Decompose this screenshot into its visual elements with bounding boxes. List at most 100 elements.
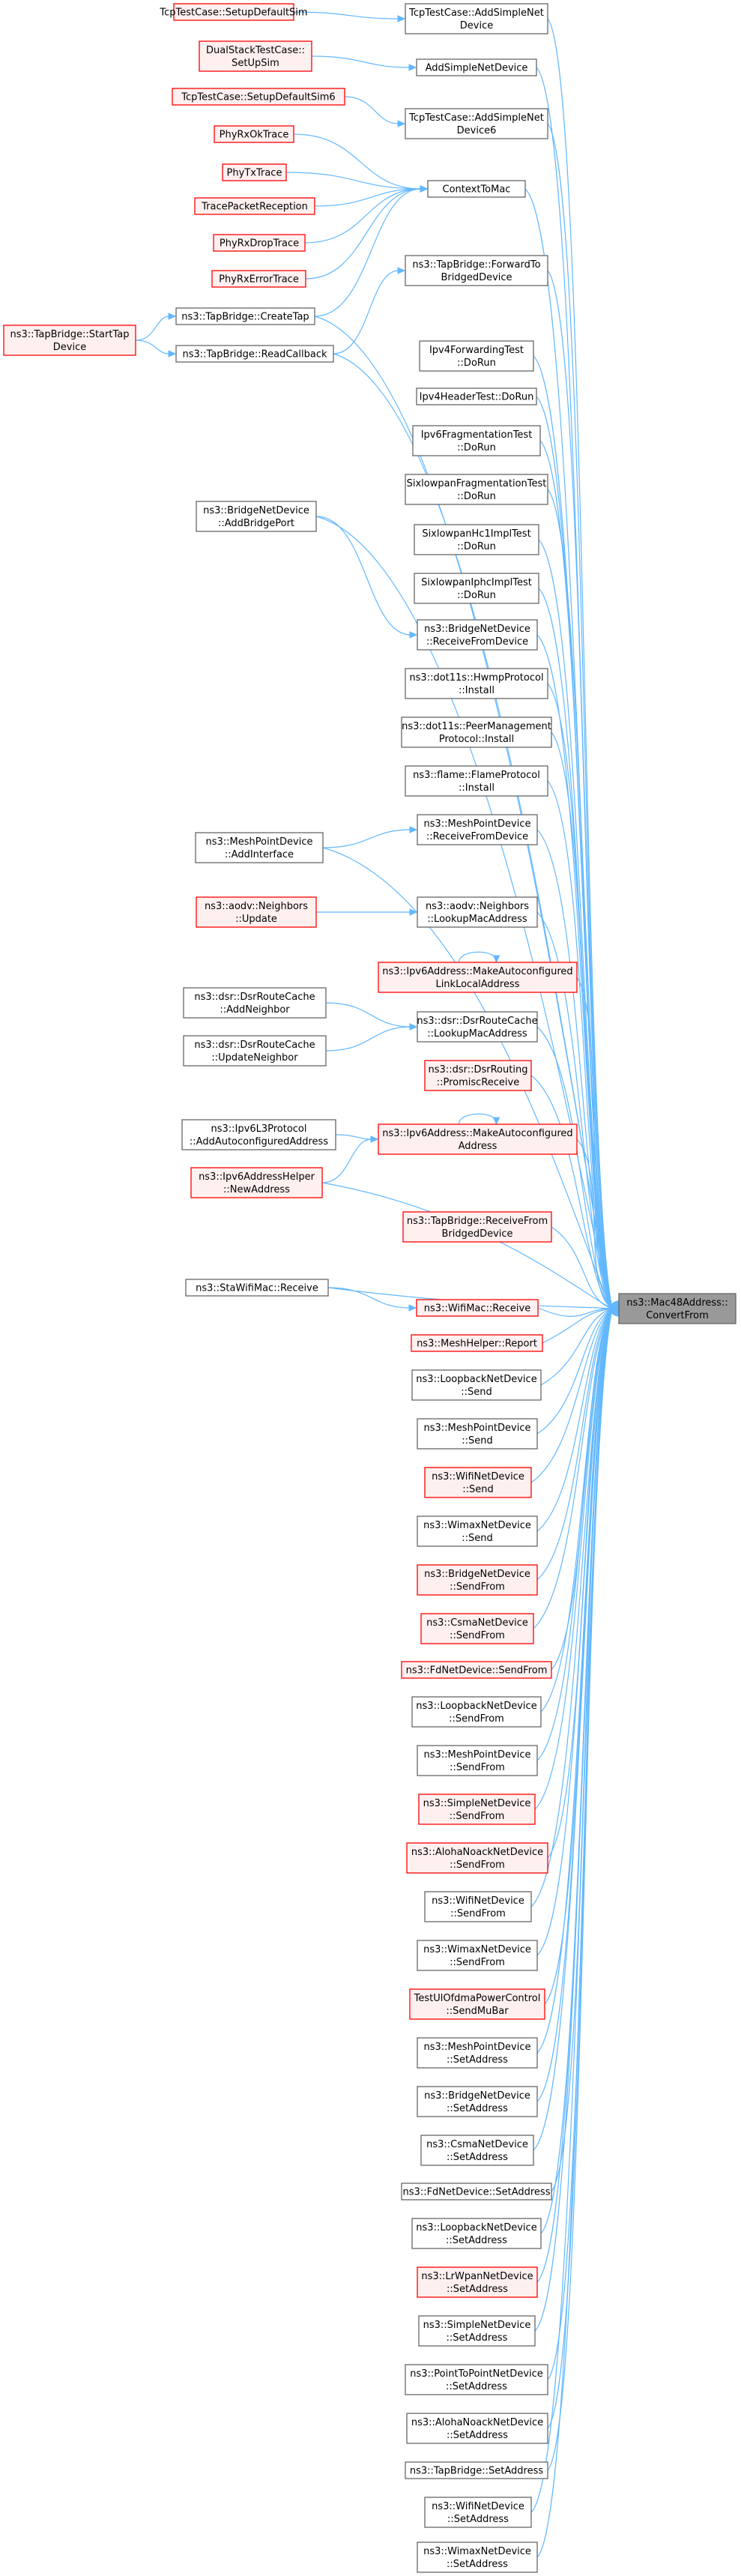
graph-node[interactable]: ns3::dsr::DsrRouteCache::LookupMacAddres…	[417, 1011, 538, 1043]
node-label: ::Send	[461, 1387, 492, 1398]
graph-node[interactable]: ns3::Ipv6Address::MakeAutoconfiguredLink…	[378, 962, 578, 993]
graph-node[interactable]: ns3::Ipv6L3Protocol::AddAutoconfiguredAd…	[181, 1119, 336, 1150]
graph-node[interactable]: ns3::Ipv6Address::MakeAutoconfiguredAddr…	[378, 1123, 578, 1155]
graph-node[interactable]: ns3::aodv::Neighbors::LookupMacAddress	[417, 896, 538, 928]
graph-node[interactable]: ns3::dsr::DsrRouteCache::UpdateNeighbor	[183, 1035, 327, 1067]
graph-node[interactable]: ns3::FdNetDevice::SetAddress	[401, 2183, 552, 2201]
graph-node[interactable]: ns3::dot11s::HwmpProtocol::Install	[405, 668, 548, 699]
edge-arrowhead	[370, 1135, 379, 1143]
graph-node[interactable]: ContextToMac	[427, 180, 526, 198]
graph-node[interactable]: Ipv4ForwardingTest::DoRun	[419, 340, 534, 372]
graph-node[interactable]: Ipv4HeaderTest::DoRun	[416, 387, 537, 405]
graph-node[interactable]: ns3::MeshPointDevice::Send	[417, 1418, 538, 1450]
graph-node[interactable]: ns3::dsr::DsrRouting::PromiscReceive	[424, 1060, 532, 1091]
node-box	[417, 2542, 538, 2573]
graph-node[interactable]: ns3::LoopbackNetDevice::SetAddress	[411, 2218, 542, 2249]
node-box	[416, 1299, 539, 1317]
node-label: ::SendFrom	[450, 1762, 505, 1773]
node-label: PhyRxErrorTrace	[219, 274, 299, 286]
graph-node[interactable]: TracePacketReception	[194, 197, 315, 215]
graph-node[interactable]: ns3::LrWpanNetDevice::SetAddress	[417, 2266, 538, 2298]
graph-node[interactable]: PhyRxDropTrace	[213, 234, 306, 252]
graph-node[interactable]: ns3::PointToPointNetDevice::SetAddress	[405, 2364, 548, 2395]
graph-node[interactable]: PhyTxTrace	[222, 163, 287, 181]
node-box	[402, 1211, 552, 1243]
graph-node[interactable]: SixlowpanHc1ImplTest::DoRun	[414, 524, 539, 555]
graph-node[interactable]: ns3::MeshHelper::Report	[411, 1334, 543, 1352]
node-label: PhyTxTrace	[227, 168, 282, 179]
node-label: Ipv6FragmentationTest	[421, 429, 533, 441]
graph-node[interactable]: ns3::LoopbackNetDevice::Send	[411, 1369, 542, 1401]
node-label: ns3::MeshPointDevice	[205, 836, 312, 848]
graph-node[interactable]: ns3::aodv::Neighbors::Update	[196, 896, 317, 928]
graph-node[interactable]: DualStackTestCase::SetUpSim	[199, 40, 312, 72]
graph-node[interactable]: ns3::MeshPointDevice::AddInterface	[195, 832, 324, 863]
graph-node[interactable]: ns3::AlohaNoackNetDevice::SetAddress	[406, 2413, 548, 2444]
call-edge	[534, 1308, 613, 2332]
graph-node[interactable]: ns3::WimaxNetDevice::SetAddress	[417, 2542, 538, 2573]
node-label: ::DoRun	[457, 491, 496, 502]
node-label: ns3::dsr::DsrRouteCache	[194, 1040, 315, 1051]
graph-node[interactable]: ns3::SimpleNetDevice::SendFrom	[418, 1794, 536, 1825]
call-edge	[542, 1308, 613, 1344]
node-box	[417, 1564, 538, 1596]
graph-node[interactable]: ns3::AlohaNoackNetDevice::SendFrom	[406, 1842, 548, 1874]
graph-node[interactable]: ns3::TapBridge::SetAddress	[405, 2461, 548, 2479]
graph-node[interactable]: TcpTestCase::AddSimpleNetDevice	[405, 3, 548, 34]
edge-arrowhead	[420, 185, 429, 193]
graph-node[interactable]: ns3::MeshPointDevice::SetAddress	[417, 2037, 538, 2069]
graph-node[interactable]: AddSimpleNetDevice	[416, 58, 537, 76]
node-label: ::DoRun	[457, 590, 496, 601]
graph-node[interactable]: SixlowpanFragmentationTest::DoRun	[405, 474, 548, 505]
graph-node[interactable]: ns3::SimpleNetDevice::SetAddress	[418, 2315, 536, 2347]
node-box	[401, 1661, 552, 1679]
graph-node[interactable]: ns3::WifiNetDevice::SetAddress	[424, 2497, 532, 2528]
graph-node[interactable]: ns3::flame::FlameProtocol::Install	[405, 765, 548, 797]
graph-node[interactable]: Ipv6FragmentationTest::DoRun	[412, 425, 541, 456]
call-edge	[530, 1308, 613, 1483]
graph-node[interactable]: ns3::LoopbackNetDevice::SendFrom	[411, 1696, 542, 1728]
graph-node[interactable]: ns3::FdNetDevice::SendFrom	[401, 1661, 552, 1679]
graph-node[interactable]: ns3::WifiNetDevice::SendFrom	[424, 1891, 532, 1922]
graph-node[interactable]: ns3::WifiNetDevice::Send	[424, 1467, 532, 1498]
call-edge	[530, 1308, 613, 1907]
graph-node[interactable]: ns3::dot11s::PeerManagementProtocol::Ins…	[401, 717, 552, 748]
graph-node[interactable]: ns3::CsmaNetDevice::SendFrom	[420, 1613, 534, 1644]
graph-node[interactable]: ns3::BridgeNetDevice::ReceiveFromDevice	[417, 619, 538, 651]
graph-node[interactable]: SixlowpanIphcImplTest::DoRun	[414, 573, 539, 604]
call-edge	[547, 1308, 613, 2429]
node-box	[222, 163, 287, 181]
target-node[interactable]: ns3::Mac48Address::ConvertFrom	[618, 1293, 737, 1324]
node-box	[409, 1988, 545, 2020]
graph-node[interactable]: ns3::TapBridge::ReadCallback	[175, 345, 334, 363]
graph-node[interactable]: ns3::dsr::DsrRouteCache::AddNeighbor	[183, 987, 327, 1019]
call-edge	[536, 1308, 613, 1435]
graph-node[interactable]: TcpTestCase::SetupDefaultSim6	[172, 88, 345, 106]
edge-arrowhead	[168, 350, 177, 358]
graph-node[interactable]: ns3::TapBridge::CreateTap	[175, 307, 315, 325]
graph-node[interactable]: ns3::CsmaNetDevice::SetAddress	[420, 2135, 534, 2166]
graph-node[interactable]: ns3::StaWifiMac::Receive	[185, 1279, 329, 1297]
node-label: ns3::BridgeNetDevice	[424, 2090, 530, 2102]
graph-node[interactable]: ns3::BridgeNetDevice::SendFrom	[417, 1564, 538, 1596]
graph-node[interactable]: ns3::MeshPointDevice::ReceiveFromDevice	[417, 814, 538, 845]
graph-node[interactable]: ns3::WimaxNetDevice::SendFrom	[417, 1940, 538, 1971]
graph-node[interactable]: ns3::BridgeNetDevice::AddBridgePort	[196, 501, 317, 532]
graph-node[interactable]: ns3::WifiMac::Receive	[416, 1299, 539, 1317]
node-box	[406, 1842, 548, 1874]
graph-node[interactable]: ns3::WimaxNetDevice::Send	[417, 1515, 538, 1547]
graph-node[interactable]: TcpTestCase::SetupDefaultSim	[159, 3, 308, 21]
graph-node[interactable]: TestUlOfdmaPowerControl::SendMuBar	[409, 1988, 545, 2020]
graph-node[interactable]: PhyRxErrorTrace	[211, 270, 306, 288]
node-box	[420, 1613, 534, 1644]
graph-node[interactable]: ns3::BridgeNetDevice::SetAddress	[417, 2086, 538, 2117]
graph-node[interactable]: PhyRxOkTrace	[214, 125, 294, 143]
node-box	[196, 501, 317, 532]
graph-node[interactable]: ns3::Ipv6AddressHelper::NewAddress	[190, 1167, 323, 1198]
graph-node[interactable]: ns3::MeshPointDevice::SendFrom	[417, 1745, 538, 1776]
node-box	[417, 2086, 538, 2117]
